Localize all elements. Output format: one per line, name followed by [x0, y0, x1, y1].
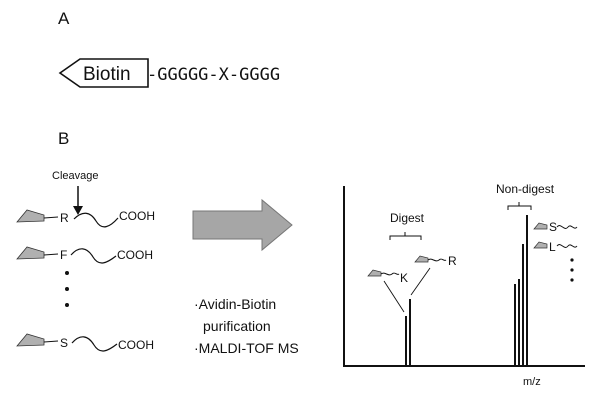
ion-r-chain — [427, 258, 447, 262]
biotin-tag-icon — [16, 209, 45, 223]
cterm-label: COOH — [118, 338, 154, 352]
ion-ellipsis-dot — [570, 258, 574, 262]
nondigest-label: Non-digest — [496, 182, 555, 196]
digest-label: Digest — [390, 211, 425, 225]
ion-l-chain — [556, 244, 578, 248]
ion-k-label: K — [400, 271, 408, 285]
cleavage-arrow-head — [73, 206, 83, 215]
ellipsis-dot — [65, 303, 69, 307]
peptide-chain — [73, 212, 119, 228]
peptide-row-2: F COOH — [16, 246, 153, 264]
ion-s-label: S — [549, 220, 557, 234]
residue-label: R — [60, 211, 69, 225]
biotin-tag-shape — [58, 58, 149, 88]
peptide-row-1: R COOH — [16, 209, 155, 228]
peptide-sequence: -GGGGG-X-GGGG — [147, 65, 280, 85]
ion-ellipsis-dot — [570, 278, 574, 282]
ion-s-chain — [556, 225, 578, 229]
ion-r-leader — [410, 267, 431, 296]
mass-spectrum: m/z Digest K R Non-digest S L — [343, 182, 585, 388]
linker-line — [43, 340, 59, 343]
residue-label: S — [60, 336, 68, 350]
ellipsis-dot — [65, 271, 69, 275]
ion-l-tag-icon — [533, 241, 548, 249]
panel-b-label: B — [58, 129, 69, 148]
linker-line — [43, 216, 59, 219]
cterm-label: COOH — [119, 209, 155, 223]
x-axis-label: m/z — [523, 376, 541, 388]
ion-s-tag-icon — [533, 222, 548, 230]
biotin-tag-icon — [16, 333, 45, 347]
ion-k-leader — [383, 280, 405, 313]
biotin-tag-icon — [16, 246, 45, 260]
peptide-chain — [70, 248, 117, 264]
biotin-tag-label: Biotin — [83, 64, 131, 85]
step-purification: purification — [203, 318, 271, 334]
biotin-peptide-construct: Biotin -GGGGG-X-GGGG — [58, 58, 280, 88]
step-maldi-tof: ·MALDI-TOF MS — [194, 340, 299, 356]
linker-line — [43, 253, 59, 256]
ion-l-label: L — [549, 240, 556, 254]
nondigest-bracket — [507, 202, 532, 210]
cterm-label: COOH — [117, 248, 153, 262]
digest-bracket — [389, 232, 422, 240]
residue-label: F — [60, 248, 67, 262]
ion-k-chain — [380, 272, 400, 276]
ellipsis-dot — [65, 287, 69, 291]
ion-ellipsis-dot — [570, 268, 574, 272]
panel-a-label: A — [58, 9, 70, 28]
peptide-chain — [71, 336, 118, 352]
ion-r-label: R — [448, 254, 457, 268]
ion-k-tag-icon — [367, 269, 382, 277]
ion-r-tag-icon — [414, 255, 429, 263]
peptide-row-3: S COOH — [16, 333, 154, 352]
step-avidin-biotin: ·Avidin-Biotin — [194, 296, 276, 312]
process-arrow — [192, 198, 293, 252]
cleavage-label: Cleavage — [52, 170, 98, 182]
row-ellipsis — [65, 271, 69, 307]
